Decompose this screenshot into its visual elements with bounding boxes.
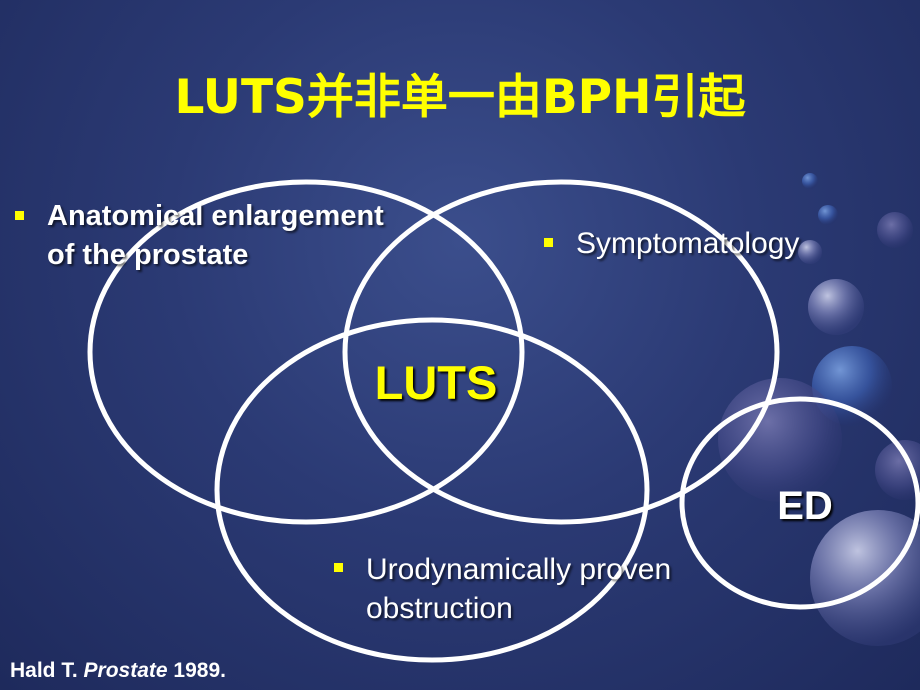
citation-journal: Prostate	[83, 659, 168, 682]
circle-ed	[679, 396, 920, 610]
bullet-marker	[544, 238, 553, 247]
citation-year: 1989.	[173, 659, 226, 682]
circle-anatomical	[87, 179, 525, 525]
circle-symptomatology	[342, 179, 780, 525]
bubble	[802, 173, 818, 189]
citation: Hald T. Prostate 1989.	[10, 659, 226, 683]
ed-label: ED	[777, 484, 833, 528]
bubble	[808, 279, 864, 335]
bubble	[798, 240, 822, 264]
bubble	[877, 212, 913, 248]
bubble	[810, 510, 920, 646]
bubble	[812, 346, 892, 426]
bullet-symptomatology: Symptomatology	[576, 227, 800, 260]
bubble	[875, 440, 920, 500]
bullet-urodynamic: Urodynamically proven obstruction	[366, 553, 672, 625]
center-label-luts: LUTS	[374, 356, 498, 409]
citation-author: Hald T.	[10, 659, 78, 682]
bullet-marker	[334, 563, 343, 572]
slide-title: LUTS并非单一由BPH引起	[174, 70, 746, 125]
bullet-marker	[15, 211, 24, 220]
bubble	[818, 205, 838, 225]
bullet-anatomical: Anatomical enlargement of the prostate	[47, 200, 384, 271]
circle-urodynamic	[214, 317, 650, 663]
